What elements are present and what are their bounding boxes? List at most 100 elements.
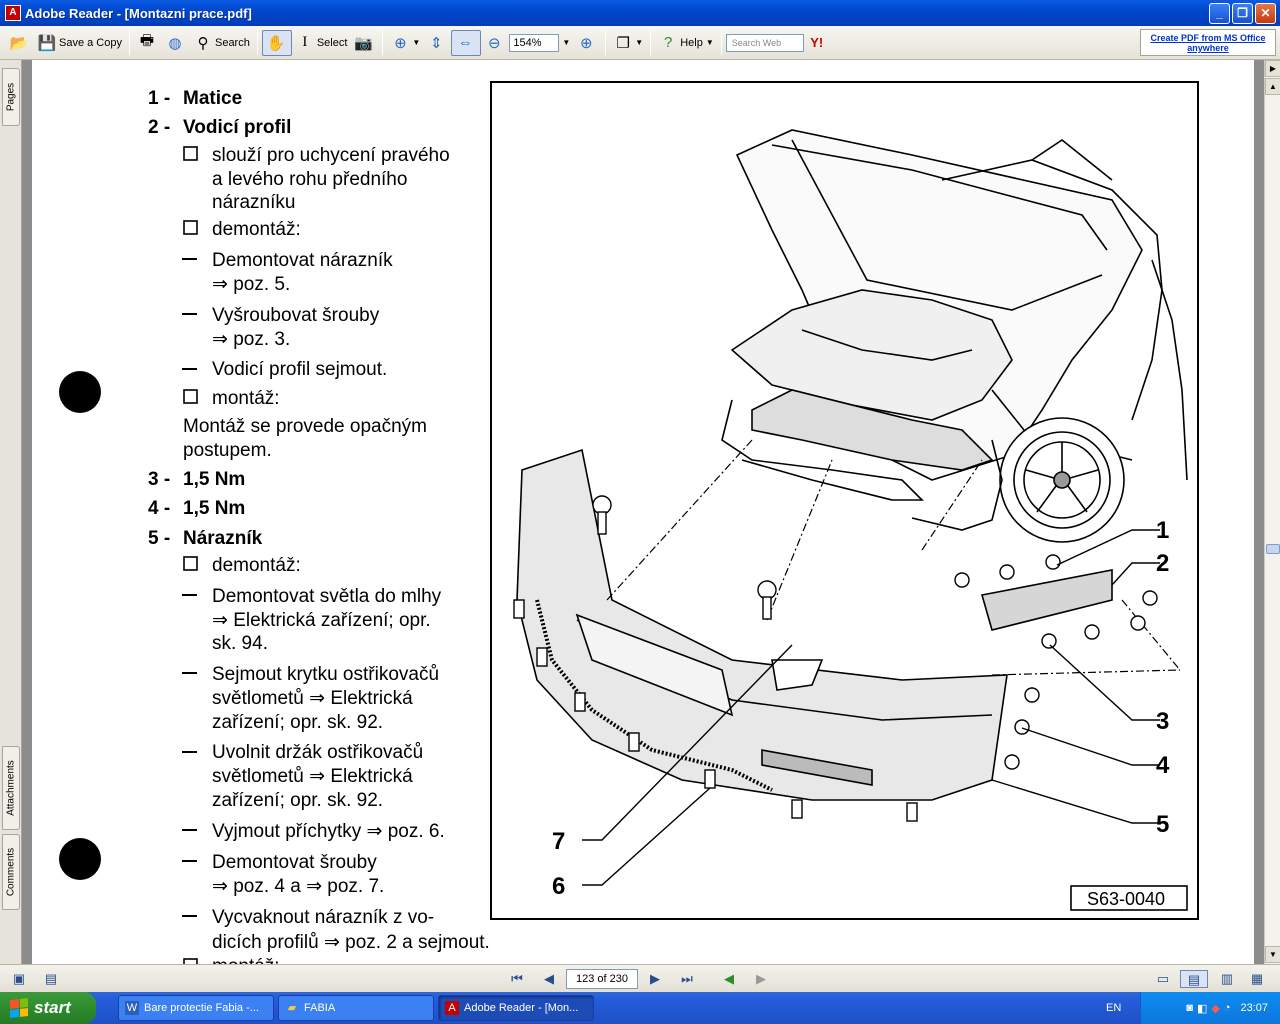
email-button[interactable]: ◍ bbox=[162, 30, 190, 56]
text-line: zařízení; opr. sk. 92. bbox=[212, 712, 383, 733]
separator bbox=[720, 30, 722, 55]
rotate-view-button[interactable]: ❐▼ bbox=[610, 30, 646, 56]
taskbar-item-folder[interactable]: ▰ FABIA bbox=[278, 995, 434, 1021]
save-copy-button[interactable]: 💾Save a Copy bbox=[34, 30, 125, 56]
callout-6: 6 bbox=[552, 873, 565, 900]
callout-4: 4 bbox=[1156, 752, 1170, 779]
print-button[interactable]: 🖶 bbox=[134, 30, 162, 56]
snapshot-button[interactable]: 📷 bbox=[350, 30, 378, 56]
go-back-button[interactable]: ◀ bbox=[724, 971, 734, 986]
checkbox-bullet bbox=[183, 958, 198, 964]
restore-button[interactable]: ❐ bbox=[1232, 2, 1253, 24]
zoom-in-button[interactable]: ⊕ bbox=[573, 30, 601, 56]
text-line: a levého rohu předního bbox=[212, 169, 407, 190]
scroll-up-arrow[interactable]: ▶ bbox=[1265, 60, 1280, 77]
zoom-dropdown[interactable]: ▼ bbox=[559, 30, 573, 56]
go-forward-button[interactable]: ▶ bbox=[756, 971, 766, 986]
vertical-scrollbar[interactable]: ▶ ▲ ▼ bbox=[1264, 60, 1280, 964]
last-page-button[interactable]: ⏭ bbox=[681, 971, 693, 986]
text-line: demontáž: bbox=[212, 555, 301, 576]
text-line: ⇒ poz. 5. bbox=[212, 274, 290, 295]
folder-icon: ▰ bbox=[287, 1002, 297, 1014]
antivirus-icon[interactable]: ◔ bbox=[1223, 1002, 1231, 1014]
chevron-down-icon: ▼ bbox=[562, 38, 571, 47]
scroll-down-button[interactable]: ▼ bbox=[1265, 946, 1280, 963]
document-area[interactable]: 1 - Matice 2 - Vodicí profil slouží pro … bbox=[22, 60, 1264, 964]
network-icon[interactable]: ◙ bbox=[1186, 1002, 1193, 1014]
help-button[interactable]: ?Help▼ bbox=[655, 30, 717, 56]
callout-1: 1 bbox=[1156, 517, 1169, 544]
tab-attachments[interactable]: Attachments bbox=[2, 746, 20, 830]
facing-view-button[interactable]: ▥ bbox=[1220, 971, 1234, 986]
single-page-view-button[interactable]: ▭ bbox=[1156, 971, 1170, 986]
system-tray: ◙ ◧ ◆ ◔ 23:07 bbox=[1140, 992, 1280, 1024]
taskbar-item-word[interactable]: W Bare protectie Fabia -... bbox=[118, 995, 274, 1021]
fit-width-icon: ⇔ bbox=[457, 34, 473, 51]
text-line: Demontovat nárazník bbox=[212, 250, 393, 271]
item-3-label: 1,5 Nm bbox=[183, 469, 245, 490]
separator bbox=[650, 30, 652, 55]
chevron-down-icon: ▼ bbox=[412, 38, 421, 47]
minimize-button[interactable]: _ bbox=[1209, 2, 1230, 24]
continuous-view-button[interactable]: ▤ bbox=[1180, 970, 1208, 988]
taskbar-item-adobe-reader[interactable]: A Adobe Reader - [Mon... bbox=[438, 995, 594, 1021]
security-icon[interactable]: ◆ bbox=[1211, 1002, 1220, 1015]
pdf-page: 1 - Matice 2 - Vodicí profil slouží pro … bbox=[32, 60, 1254, 964]
zoom-out-button[interactable]: ⊖ bbox=[481, 30, 509, 56]
search-web-input[interactable]: Search Web bbox=[725, 33, 804, 52]
zoom-tool-button[interactable]: ⊕▼ bbox=[387, 30, 423, 56]
callout-3: 3 bbox=[1156, 708, 1169, 735]
leader-lines bbox=[606, 439, 1181, 676]
taskbar-item-label: Adobe Reader - [Mon... bbox=[464, 1002, 579, 1014]
start-label: start bbox=[34, 998, 71, 1017]
page-size-icon[interactable]: ▤ bbox=[44, 971, 58, 986]
zoom-input[interactable]: 154% bbox=[509, 33, 560, 52]
select-label: Select bbox=[316, 36, 348, 49]
volume-icon[interactable]: ◧ bbox=[1196, 1002, 1208, 1015]
title-bar[interactable]: A Adobe Reader - [Montazni prace.pdf] _ … bbox=[0, 0, 1280, 26]
fit-width-button[interactable]: ⇔ bbox=[451, 29, 482, 56]
guide-profile-illustration bbox=[980, 569, 1113, 631]
first-page-button[interactable]: ⏮ bbox=[511, 971, 523, 986]
status-bar: ▣ ▤ ⏮ ◀ 123 of 230 ▶ ⏭ ◀ ▶ ▭ ▤ ▥ ▦ bbox=[0, 964, 1280, 992]
fit-page-button[interactable]: ⇕ bbox=[423, 30, 451, 56]
navigation-pane: Pages Attachments Comments bbox=[0, 60, 22, 964]
tab-pages[interactable]: Pages bbox=[2, 68, 20, 126]
page-number-input[interactable]: 123 of 230 bbox=[566, 969, 638, 989]
open-folder-icon: 📂 bbox=[9, 34, 29, 52]
help-icon: ? bbox=[664, 34, 673, 51]
open-button[interactable]: 📂 bbox=[6, 30, 34, 56]
start-button[interactable]: start bbox=[0, 992, 96, 1024]
text-line: ⇒ poz. 4 a ⇒ poz. 7. bbox=[212, 876, 384, 897]
close-button[interactable]: ✕ bbox=[1255, 2, 1276, 24]
dash-bullet bbox=[182, 672, 197, 674]
yahoo-button[interactable]: Y! bbox=[804, 30, 832, 56]
document-icon[interactable]: ▣ bbox=[12, 971, 26, 986]
tab-comments[interactable]: Comments bbox=[2, 834, 20, 910]
continuous-facing-view-button[interactable]: ▦ bbox=[1250, 971, 1264, 986]
scroll-up-button[interactable]: ▲ bbox=[1265, 78, 1280, 95]
text-line: nárazníku bbox=[212, 192, 295, 213]
create-pdf-link[interactable]: Create PDF from MS Office anywhere bbox=[1140, 29, 1276, 56]
hand-tool-button[interactable]: ✋ bbox=[261, 29, 292, 56]
dash-bullet bbox=[182, 313, 197, 315]
text-line: světlometů ⇒ Elektrická bbox=[212, 766, 413, 787]
text-line: Demontovat šrouby bbox=[212, 852, 377, 873]
clock[interactable]: 23:07 bbox=[1240, 1002, 1268, 1014]
separator bbox=[256, 30, 258, 55]
previous-page-button[interactable]: ◀ bbox=[544, 971, 554, 986]
margin-marker-dot bbox=[59, 838, 101, 880]
create-pdf-line2: anywhere bbox=[1187, 43, 1229, 53]
checkbox-bullet bbox=[183, 220, 198, 235]
yahoo-icon: Y! bbox=[810, 35, 824, 50]
search-button[interactable]: ⚲Search bbox=[190, 30, 253, 56]
email-globe-icon: ◍ bbox=[168, 34, 182, 52]
help-label: Help bbox=[680, 36, 703, 49]
dash-bullet bbox=[182, 594, 197, 596]
callout-7: 7 bbox=[552, 828, 565, 855]
next-page-button[interactable]: ▶ bbox=[650, 971, 660, 986]
dash-bullet bbox=[182, 368, 197, 370]
language-indicator[interactable]: EN bbox=[1106, 1002, 1122, 1014]
scroll-thumb[interactable] bbox=[1266, 544, 1280, 554]
